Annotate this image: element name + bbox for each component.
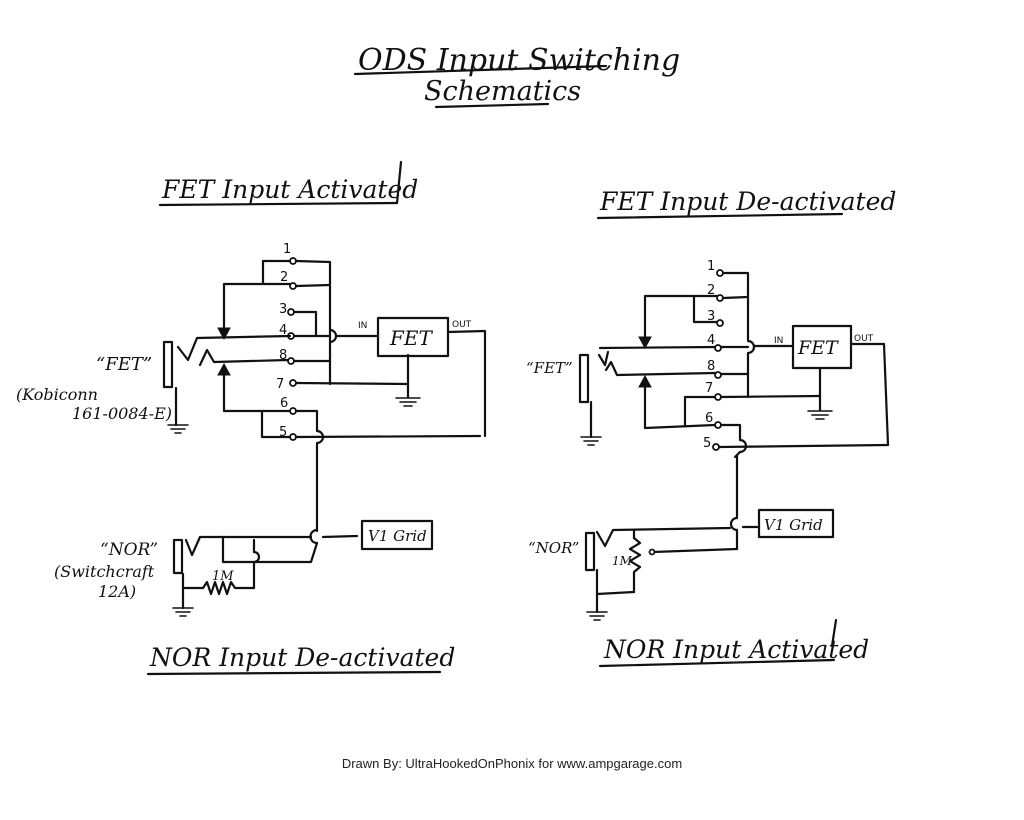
left-fet-block: FET IN OUT (358, 316, 472, 358)
pin-label: 6 (280, 396, 288, 411)
pin-label: 8 (279, 348, 287, 363)
right-fet-block: FET IN OUT (774, 324, 874, 370)
ground-symbol (172, 607, 194, 617)
right-fet-jack: “FET” (526, 350, 610, 446)
resistor-label: 1M (612, 554, 633, 568)
fet-jack-label: “FET” (96, 354, 152, 375)
pin-label: 6 (705, 411, 713, 426)
pin-terminal (716, 319, 724, 327)
v1-grid-box (360, 519, 434, 551)
left-heading: FET Input Activated (161, 175, 418, 204)
pin-label: 8 (707, 359, 715, 374)
left-heading-tick (395, 160, 403, 205)
left-diagram: FET Input Activated 1 2 3 4 8 7 6 5 (16, 160, 487, 676)
v1-grid-box (757, 508, 835, 539)
pin-label: 4 (707, 333, 715, 348)
fet-jack-label: “FET” (526, 359, 573, 377)
left-nor-section: 1M “NOR” (Switchcraft 12A) V1 Grid (54, 519, 434, 617)
fet-out-label: OUT (452, 320, 472, 330)
resistor-label: 1M (212, 569, 234, 584)
fet-box-label: FET (389, 326, 433, 350)
left-wiring (176, 259, 487, 533)
fet-in-label: IN (774, 336, 783, 346)
right-footer-underline (598, 658, 836, 668)
fet-out-label: OUT (854, 334, 874, 344)
right-heading: FET Input De-activated (599, 187, 896, 216)
contact-arrow-down (217, 327, 231, 341)
ground-symbol (807, 410, 833, 420)
pin-label: 1 (283, 242, 291, 257)
left-footer-underline (146, 670, 442, 676)
pin-label: 2 (280, 270, 288, 285)
v1-grid-label: V1 Grid (368, 527, 427, 545)
right-nor-section: 1M “NOR” V1 Grid (528, 508, 835, 621)
right-wiring (598, 271, 890, 519)
left-footer: NOR Input De-activated (149, 643, 455, 672)
fet-box-label: FET (797, 337, 839, 359)
pin-terminal (648, 548, 656, 556)
fet-box (376, 316, 450, 358)
v1-grid-label: V1 Grid (764, 516, 823, 534)
author-credit: Drawn By: UltraHookedOnPhonix for www.am… (341, 756, 683, 771)
nor-jack-label: “NOR” (528, 539, 579, 557)
fet-in-label: IN (358, 321, 367, 331)
fet-jack-part-line-2: 161-0084-E) (72, 404, 172, 423)
ground-symbol (586, 611, 608, 621)
pin-terminal (714, 344, 722, 352)
pin-label: 3 (279, 302, 287, 317)
right-switch-pins: 1 2 3 4 8 7 6 5 (703, 259, 724, 451)
document-title: ODS Input Switching Schematics (353, 43, 680, 109)
right-footer-tick (830, 618, 838, 648)
nor-jack-part-line-1: (Switchcraft (54, 562, 155, 581)
pin-label: 7 (276, 377, 284, 392)
pin-label: 4 (279, 323, 287, 338)
pin-label: 7 (705, 381, 713, 396)
fet-box (791, 324, 853, 370)
left-fet-jack: “FET” (Kobiconn 161-0084-E) (16, 340, 189, 434)
pin-label: 1 (707, 259, 715, 274)
resistor-1m (201, 580, 256, 596)
title-underline-2 (434, 102, 550, 109)
nor-jack-part-line-2: 12A) (98, 582, 136, 601)
pin-label: 3 (707, 309, 715, 324)
right-heading-underline (596, 212, 844, 220)
title-underline-1 (353, 64, 608, 76)
fet-jack-part-line-1: (Kobiconn (16, 385, 98, 404)
pin-label: 2 (707, 283, 715, 298)
left-heading-underline (158, 201, 399, 207)
ground-symbol (167, 424, 189, 434)
right-diagram: FET Input De-activated 1 2 3 4 8 7 6 5 (526, 187, 896, 668)
ground-symbol (580, 436, 602, 446)
ground-symbol (395, 397, 421, 407)
resistor-1m (628, 536, 642, 594)
left-switch-pins: 1 2 3 4 8 7 6 5 (276, 242, 297, 441)
title-line-2: Schematics (424, 76, 581, 107)
pin-label: 5 (703, 436, 711, 451)
nor-jack-label: “NOR” (100, 540, 158, 560)
contact-arrow-down (638, 336, 652, 350)
pin-label: 5 (279, 425, 287, 440)
